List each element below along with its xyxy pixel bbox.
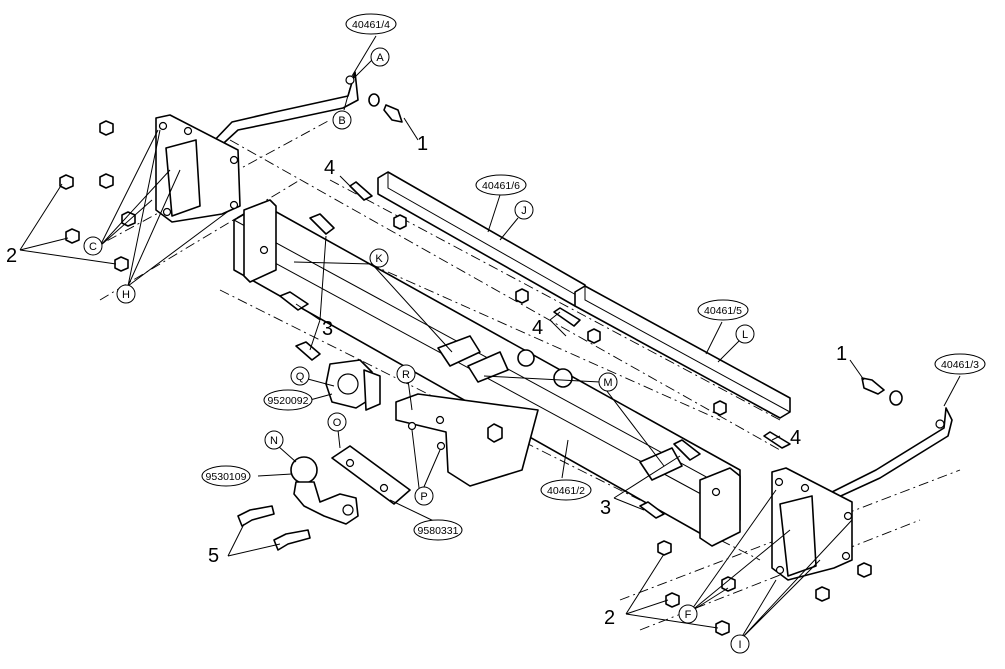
bolts-5 bbox=[237, 505, 311, 551]
socket-plate bbox=[325, 359, 381, 411]
svg-text:40461/2: 40461/2 bbox=[547, 485, 585, 497]
number-3-left: 3 bbox=[322, 318, 333, 340]
number-4-right: 4 bbox=[790, 427, 801, 449]
svg-text:K: K bbox=[375, 253, 383, 265]
callout-N: N bbox=[264, 430, 284, 450]
crossbar-front bbox=[574, 285, 791, 419]
label-40461-2: 40461/2 bbox=[540, 479, 592, 501]
svg-text:A: A bbox=[376, 52, 384, 64]
svg-text:Q: Q bbox=[296, 371, 305, 383]
svg-text:40461/4: 40461/4 bbox=[352, 19, 390, 31]
bolt-washer-right bbox=[861, 377, 903, 406]
beam-nuts bbox=[393, 214, 727, 443]
label-9580331: 9580331 bbox=[413, 519, 463, 541]
number-2-left: 2 bbox=[6, 245, 17, 267]
center-hanger-bracket bbox=[395, 393, 539, 487]
label-40461-5: 40461/5 bbox=[697, 299, 749, 321]
callout-P: P bbox=[414, 486, 434, 506]
part-number-labels: 40461/4 40461/6 40461/5 40461/3 40461/2 … bbox=[201, 13, 986, 541]
number-2-right: 2 bbox=[604, 607, 615, 629]
svg-text:I: I bbox=[738, 639, 741, 651]
left-mounting-bracket bbox=[155, 71, 359, 223]
callout-L: L bbox=[735, 324, 755, 344]
bolts-3-4 bbox=[279, 181, 791, 519]
callout-F: F bbox=[678, 604, 698, 624]
svg-text:B: B bbox=[338, 115, 345, 127]
right-nuts bbox=[657, 540, 872, 636]
callout-A: A bbox=[370, 47, 390, 67]
callout-C: C bbox=[83, 236, 103, 256]
label-40461-3: 40461/3 bbox=[934, 353, 986, 375]
number-5: 5 bbox=[208, 545, 219, 567]
spacer-plate bbox=[331, 445, 411, 505]
callout-K: K bbox=[369, 248, 389, 268]
svg-text:N: N bbox=[270, 435, 278, 447]
number-4-mid: 4 bbox=[532, 317, 543, 339]
svg-text:L: L bbox=[742, 329, 748, 341]
leader-lines bbox=[19, 35, 961, 641]
svg-text:40461/6: 40461/6 bbox=[482, 180, 520, 192]
svg-text:O: O bbox=[333, 417, 342, 429]
tow-ball bbox=[290, 456, 359, 525]
label-40461-6: 40461/6 bbox=[475, 174, 527, 196]
number-3-right: 3 bbox=[600, 497, 611, 519]
right-mounting-bracket bbox=[771, 407, 953, 581]
number-1-right: 1 bbox=[836, 343, 847, 365]
svg-text:F: F bbox=[685, 609, 692, 621]
callout-H: H bbox=[116, 284, 136, 304]
bolt-washer-top bbox=[368, 93, 403, 123]
callout-I: I bbox=[730, 634, 750, 654]
svg-text:R: R bbox=[402, 369, 410, 381]
label-9530109: 9530109 bbox=[201, 465, 251, 487]
label-9520092: 9520092 bbox=[263, 389, 313, 411]
number-4-top: 4 bbox=[324, 157, 335, 179]
callout-Q: Q bbox=[290, 366, 310, 386]
svg-text:M: M bbox=[603, 377, 612, 389]
number-1-top: 1 bbox=[417, 133, 428, 155]
callout-M: M bbox=[598, 372, 618, 392]
svg-text:9520092: 9520092 bbox=[268, 395, 309, 407]
callout-J: J bbox=[514, 200, 534, 220]
beam-mid-brackets bbox=[437, 335, 683, 481]
callout-O: O bbox=[327, 412, 347, 432]
callout-R: R bbox=[396, 364, 416, 384]
svg-text:9580331: 9580331 bbox=[418, 525, 459, 537]
svg-text:40461/5: 40461/5 bbox=[704, 305, 742, 317]
svg-text:40461/3: 40461/3 bbox=[941, 359, 979, 371]
item-numbers: 1 2 4 3 4 1 4 3 5 2 bbox=[6, 133, 847, 629]
label-40461-4: 40461/4 bbox=[345, 13, 397, 35]
svg-text:9530109: 9530109 bbox=[206, 471, 247, 483]
letter-callouts: A B C H J K L M Q R O N P F I bbox=[83, 47, 755, 654]
svg-text:C: C bbox=[89, 241, 97, 253]
svg-text:H: H bbox=[122, 289, 130, 301]
svg-text:P: P bbox=[420, 491, 427, 503]
callout-B: B bbox=[332, 110, 352, 130]
svg-text:J: J bbox=[521, 205, 527, 217]
left-nuts bbox=[59, 120, 136, 272]
